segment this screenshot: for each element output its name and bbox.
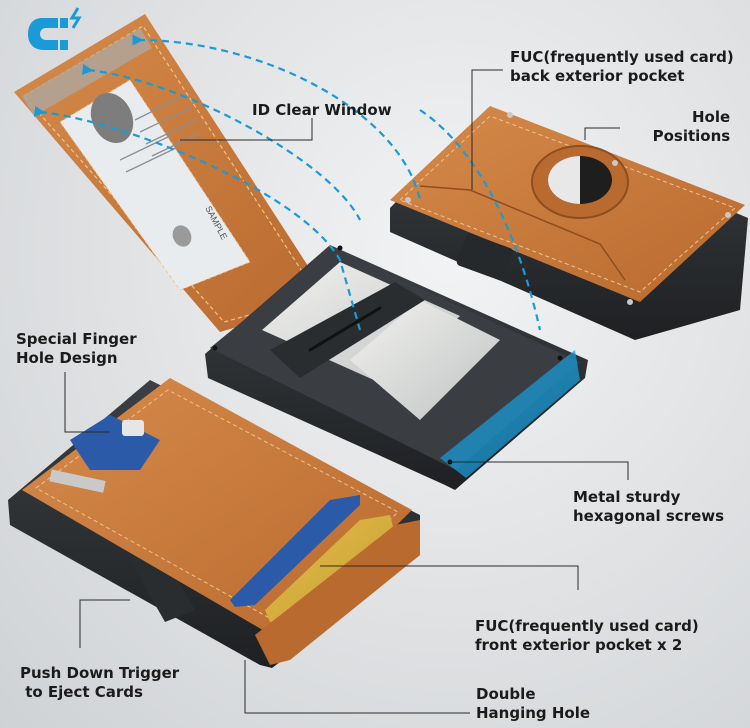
callout-special-finger-hole: Special Finger Hole Design bbox=[16, 330, 137, 367]
magnet-icon bbox=[28, 7, 82, 50]
callout-double-hanging-hole: Double Hanging Hole bbox=[476, 685, 591, 722]
callout-front-exterior-pocket: FUC(frequently used card) front exterior… bbox=[475, 617, 699, 654]
highlight-region bbox=[440, 350, 580, 478]
callout-id-clear-window: ID Clear Window bbox=[252, 101, 392, 119]
callout-hexagonal-screws: Metal sturdy hexagonal screws bbox=[573, 488, 725, 525]
flip-arrows bbox=[33, 34, 542, 331]
callout-back-exterior-pocket: FUC(frequently used card) back exterior … bbox=[510, 48, 734, 85]
id-flap: SAMPLE bbox=[14, 14, 330, 332]
eject-trigger bbox=[130, 550, 195, 622]
money-clip bbox=[270, 282, 425, 378]
callout-hole-positions: Hole Positions bbox=[652, 108, 731, 145]
callout-push-down-trigger: Push Down Trigger to Eject Cards bbox=[20, 664, 180, 701]
gold-card bbox=[265, 515, 395, 622]
blue-card bbox=[230, 495, 360, 607]
money-clip-holder bbox=[205, 245, 588, 490]
back-wallet bbox=[390, 106, 748, 340]
id-photo-small bbox=[172, 225, 192, 247]
front-wallet bbox=[8, 378, 420, 668]
callout-leaders bbox=[64, 69, 629, 714]
chip-icon bbox=[122, 420, 144, 436]
